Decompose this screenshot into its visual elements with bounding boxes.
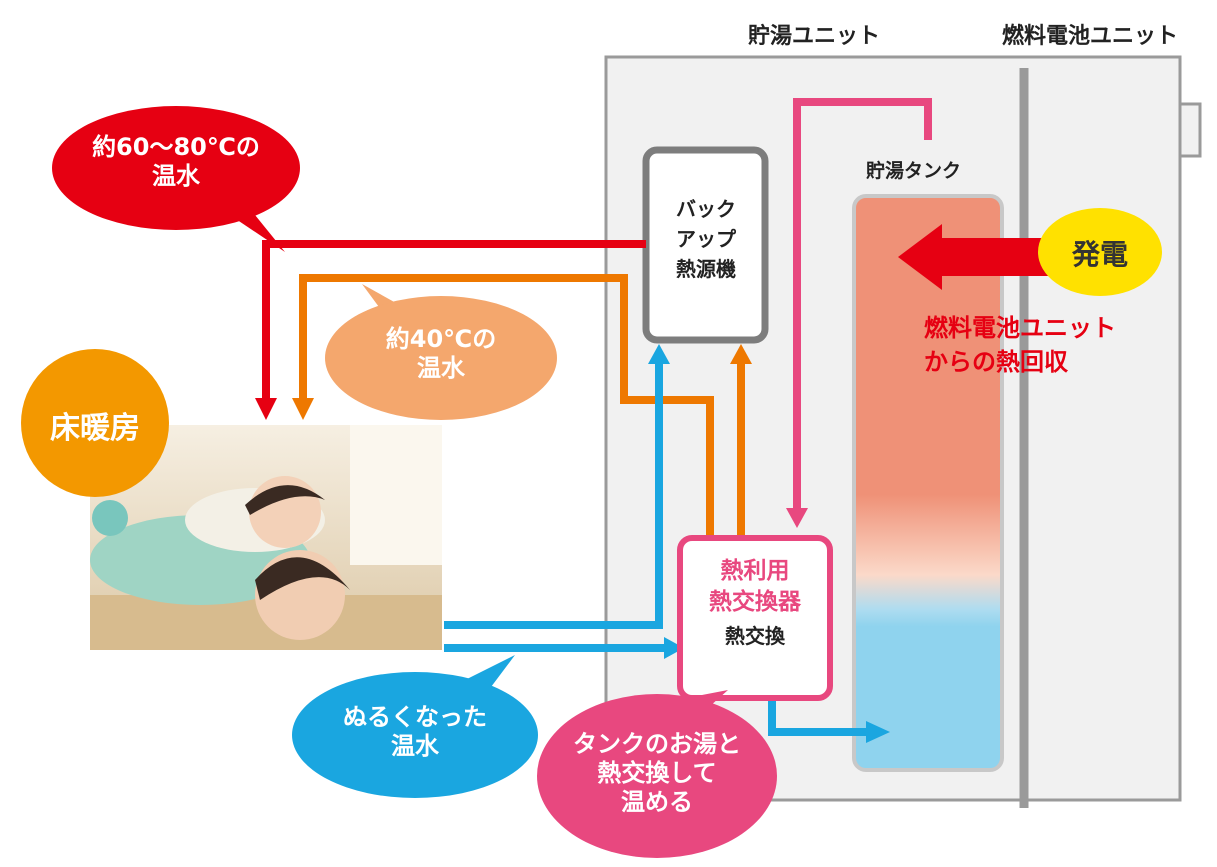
pink-pipe <box>786 98 932 528</box>
heat-exchange-bubble <box>537 690 777 858</box>
backup-heater-line1: バック <box>676 197 736 221</box>
heat-exchanger-line2: 熱交換器 <box>709 589 801 616</box>
hot-water-line2: 温水 <box>152 161 200 190</box>
warm-water-text: 約40℃の 温水 <box>336 325 546 383</box>
heat-exchanger-box <box>677 535 833 701</box>
cooled-water-line2: 温水 <box>391 731 439 760</box>
red-pipe <box>255 240 646 420</box>
generation-badge <box>1038 208 1162 296</box>
cabinet-handle <box>1178 102 1202 158</box>
storage-tank <box>852 194 1004 772</box>
storage-unit-label: 貯湯ユニット <box>748 24 881 49</box>
heat-exchanger-line1: 熱利用 <box>720 558 790 584</box>
heat-recovery-line2: からの熱回収 <box>924 347 1068 376</box>
floor-heating-label: 床暖房 <box>50 411 140 446</box>
backup-heater-line3: 熱源機 <box>676 257 736 281</box>
warm-water-bubble <box>325 284 557 420</box>
heat-exchanger-label: 熱利用 熱交換器 熱交換 <box>683 556 827 654</box>
fuel-cell-unit-label: 燃料電池ユニット <box>1002 24 1179 49</box>
tank-label: 貯湯タンク <box>866 160 962 182</box>
hot-water-text: 約60～80℃の 温水 <box>60 133 292 191</box>
cooled-water-line1: ぬるくなった <box>343 703 487 731</box>
heat-exchange-line3: 温める <box>621 787 693 816</box>
blue-pipe <box>444 344 890 743</box>
heat-exchange-line2: 熱交換して <box>597 758 717 787</box>
heat-exchanger-line3: 熱交換 <box>725 624 785 649</box>
floor-heating-badge <box>21 349 169 497</box>
hot-water-bubble <box>52 106 300 252</box>
backup-heater-line2: アップ <box>676 227 736 251</box>
floor-heating-photo <box>90 425 442 650</box>
heat-exchange-line1: タンクのお湯と <box>573 730 741 758</box>
generation-badge-text: 発電 <box>1071 238 1128 271</box>
heat-recovery-line1: 燃料電池ユニット <box>924 314 1116 342</box>
backup-heater-label: バック アップ 熱源機 <box>652 194 760 284</box>
cooled-water-bubble <box>292 655 538 798</box>
hot-water-line1: 約60～80℃の <box>92 133 260 161</box>
cooled-water-text: ぬるくなった 温水 <box>305 703 525 761</box>
heat-recovery-label: 燃料電池ユニット からの熱回収 <box>924 312 1116 379</box>
heat-exchange-text: タンクのお湯と 熱交換して 温める <box>542 730 772 816</box>
orange-pipe <box>292 274 752 540</box>
warm-water-line2: 温水 <box>417 353 465 382</box>
warm-water-line1: 約40℃の <box>385 325 497 353</box>
